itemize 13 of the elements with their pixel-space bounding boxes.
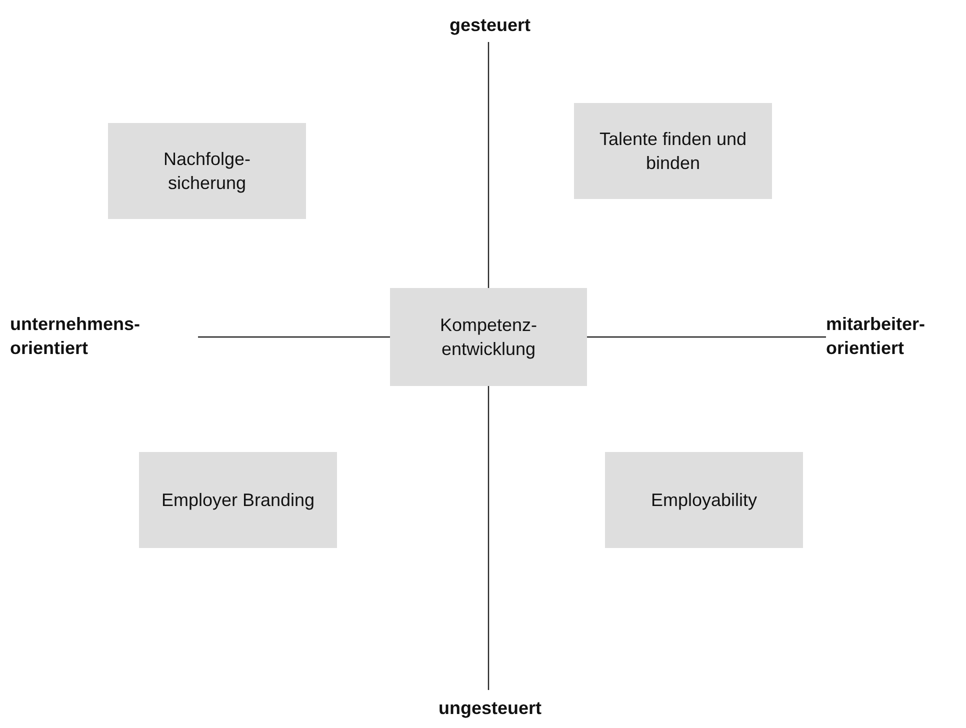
- quadrant-box: Kompetenz- entwicklung: [390, 288, 587, 386]
- axis-label: ungesteuert: [410, 690, 570, 726]
- axis-line: [198, 336, 390, 338]
- quadrant-box: Talente finden und binden: [574, 103, 772, 199]
- quadrant-box: Employer Branding: [139, 452, 337, 548]
- axis-label: mitarbeiter- orientiert: [826, 306, 964, 366]
- axis-label: unternehmens- orientiert: [10, 306, 198, 366]
- axis-line: [488, 42, 490, 288]
- axis-label: gesteuert: [420, 8, 560, 42]
- axis-line: [587, 336, 826, 338]
- quadrant-box: Employability: [605, 452, 803, 548]
- quadrant-box: Nachfolge- sicherung: [108, 123, 306, 219]
- axis-line: [488, 386, 490, 690]
